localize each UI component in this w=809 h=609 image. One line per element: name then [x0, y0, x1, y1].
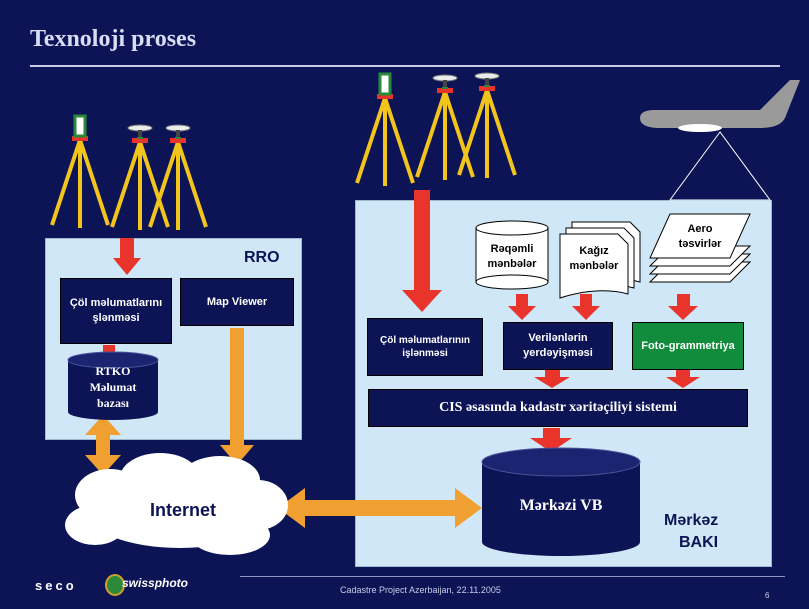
location-label-line-1: Mərkəz: [664, 512, 719, 529]
cloud-icon: [65, 453, 288, 555]
paper-sources-document-stack-icon: [559, 221, 641, 299]
right-field-processing-box: Çöl məlumatlarının işlənməsi: [367, 318, 483, 376]
arrow-internet-central-bidirectional: [278, 488, 482, 528]
digital-sources-cylinder-icon: [475, 220, 549, 290]
arrow-to-left-field-processing: [113, 238, 141, 275]
cis-system-box: CIS əsasında kadastr xəritəçiliyi sistem…: [368, 389, 748, 427]
region-label-rro: RRO: [244, 249, 280, 266]
rtko-line-3: bazası: [96, 396, 129, 411]
paper-sources-line-2: mənbələr: [569, 260, 619, 272]
photogrammetry-box: Foto-grammetriya: [632, 322, 744, 370]
right-field-processing-label: Çöl məlumatlarının işlənməsi: [379, 334, 470, 360]
orange-arrows: [85, 328, 482, 528]
gps-tripod-icon: [110, 124, 170, 232]
left-field-processing-box: Çöl məlumatlarını şlənməsi: [60, 278, 172, 344]
rtko-line-2: Məlumat: [89, 379, 137, 394]
gps-tripod-icon: [148, 124, 208, 232]
data-transfer-label: Verilənlərin yerdəyişməsi: [523, 332, 593, 359]
digital-sources-label: Rəqəmli mənbələr: [476, 236, 548, 278]
red-arrows: [96, 190, 700, 452]
digital-sources-line-2: mənbələr: [487, 258, 537, 270]
survey-tripod-icon: [355, 72, 415, 188]
aerial-images-document-stack-icon: [648, 213, 752, 283]
rtko-line-1: RTKO: [95, 363, 131, 378]
location-label-line-2: BAKI: [679, 534, 719, 551]
arrow-aero-to-photogrammetry: [668, 294, 698, 320]
central-database-cylinder-icon: [481, 447, 641, 556]
arrow-cis-to-central-db: [530, 428, 572, 452]
arrow-top-to-right-field-processing: [402, 190, 442, 312]
slide-title: Texnoloji proses: [30, 26, 197, 52]
photogrammetry-label: Foto-grammetriya: [641, 339, 735, 352]
left-survey-equipment: [50, 114, 208, 232]
arrow-paper-to-transfer: [572, 294, 600, 320]
arrow-transfer-to-cis: [534, 370, 570, 388]
seal-logo-icon: [105, 574, 125, 596]
top-survey-equipment: [355, 72, 517, 188]
paper-sources-line-1: Kağız: [579, 245, 609, 258]
swissphoto-logo: swissphoto: [122, 576, 189, 590]
rtko-database-cylinder-icon: [67, 351, 159, 420]
aerial-images-line-1: Aero: [687, 223, 713, 236]
arrow-digital-to-transfer: [508, 294, 536, 320]
airplane-icon: [640, 80, 800, 201]
seco-logo: seco: [35, 578, 77, 593]
paper-sources-label: Kağız mənbələr: [560, 236, 628, 282]
rtko-database-label: RTKO Məlumat bazası: [68, 357, 158, 417]
data-transfer-box: Verilənlərin yerdəyişməsi: [503, 322, 613, 370]
internet-label: Internet: [150, 500, 217, 520]
arrow-rtko-internet-bidirectional: [85, 415, 121, 475]
survey-tripod-icon: [50, 114, 110, 230]
footer-divider: [240, 576, 785, 577]
title-divider: [30, 65, 780, 67]
central-database-label: Mərkəzi VB: [482, 486, 640, 526]
digital-sources-line-1: Rəqəmli: [490, 243, 534, 256]
aerial-images-label: Aero təsvirlər: [660, 218, 740, 256]
arrow-photo-to-cis: [666, 370, 700, 388]
left-field-processing-label: Çöl məlumatlarını şlənməsi: [69, 297, 163, 324]
footer-text: Cadastre Project Azerbaijan, 22.11.2005: [340, 585, 501, 595]
central-database-text: Mərkəzi VB: [519, 497, 603, 515]
map-viewer-box: Map Viewer: [180, 278, 294, 326]
aerial-images-line-2: təsvirlər: [678, 238, 722, 250]
map-viewer-label: Map Viewer: [206, 295, 268, 308]
page-number: 6: [765, 591, 770, 600]
arrow-mapviewer-to-internet: [220, 328, 254, 465]
cis-system-label: CIS əsasında kadastr xəritəçiliyi sistem…: [439, 399, 677, 415]
